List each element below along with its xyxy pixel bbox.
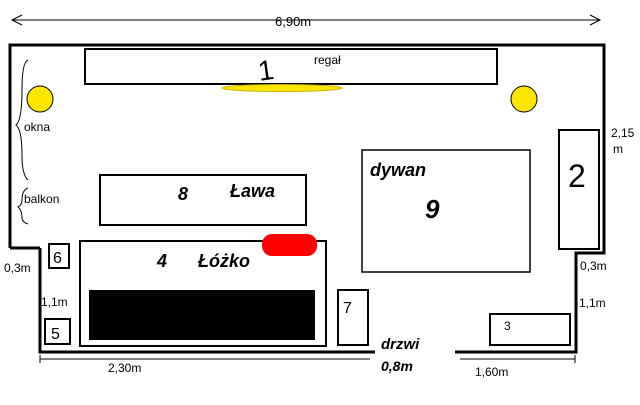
total-width-label: 6,90m [275, 14, 311, 29]
bed-pillow [262, 234, 317, 256]
windows-label: okna [24, 120, 50, 134]
bottom-right-dimension [460, 355, 576, 363]
rug-label: dywan [370, 160, 426, 180]
left-gap-label: 0,3m [4, 261, 31, 275]
box-6: 6 [48, 243, 70, 269]
shelf-label: regał [314, 53, 341, 67]
box6-number: 6 [53, 250, 62, 267]
bed-number: 4 [156, 251, 167, 271]
bench-label: Ława [229, 181, 275, 201]
right-height-unit: m [613, 142, 623, 156]
window-bracket [15, 59, 29, 225]
bed-lozko: 4 Łóżko [79, 234, 327, 347]
shelf-light [221, 84, 343, 92]
door-label: drzwi [381, 336, 420, 353]
box3-number: 3 [504, 319, 511, 333]
lamp-left [26, 85, 54, 113]
door-width-label: 0,8m [381, 358, 413, 374]
bottom-left-label: 2,30m [108, 361, 141, 375]
box5-number: 5 [51, 326, 60, 343]
lamp-right [510, 85, 538, 113]
room-walls [8, 43, 606, 354]
bottom-left-dimension [39, 355, 370, 363]
rug-dywan: dywan 9 [361, 149, 531, 273]
bed-mattress [89, 290, 315, 340]
bench-number: 8 [178, 184, 188, 204]
box7-number: 7 [343, 300, 352, 317]
shelf-regal: 1 regał [84, 48, 498, 92]
top-dimension: 6,90m [10, 14, 602, 29]
bench-lawa: 8 Ława [99, 174, 307, 226]
bed-label: Łóżko [197, 251, 250, 271]
right-height-value: 2,15 [611, 126, 635, 140]
shelf-number: 1 [256, 54, 276, 87]
box-3: 3 [489, 313, 571, 346]
cabinet-number: 2 [568, 158, 586, 194]
cabinet-2: 2 [558, 129, 600, 250]
rug-number: 9 [425, 194, 440, 224]
bottom-right-label: 1,60m [475, 365, 508, 379]
left-lower-label: 1,1m [41, 295, 68, 309]
right-lower-label: 1,1m [579, 296, 606, 310]
box-7: 7 [337, 289, 369, 346]
right-gap-label: 0,3m [580, 259, 607, 273]
box-5: 5 [44, 318, 71, 345]
balcony-label: balkon [24, 192, 59, 206]
